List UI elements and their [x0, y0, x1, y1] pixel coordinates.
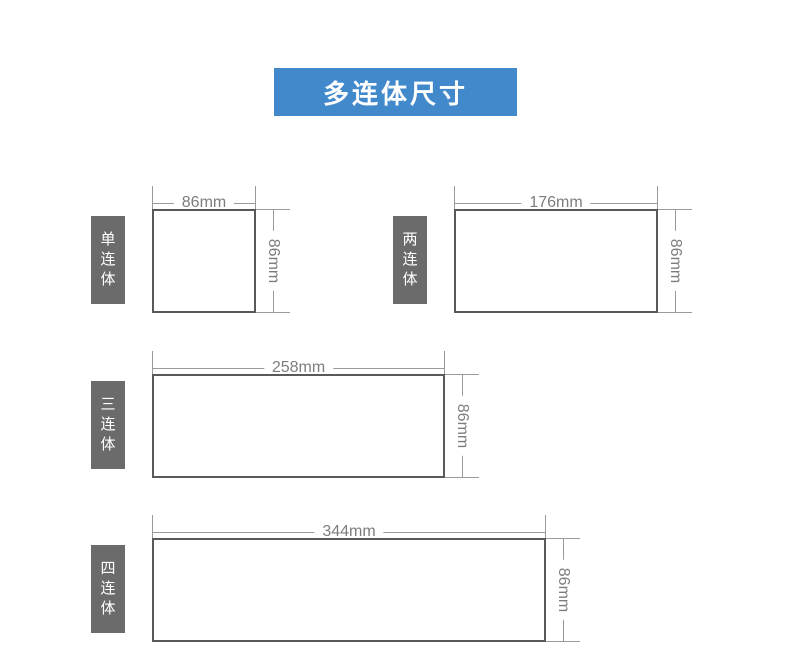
height-dimension-double: 86mm: [658, 209, 692, 313]
row-label-char: 体: [402, 270, 418, 288]
row-label-quad: 四 连 体: [91, 545, 125, 633]
row-label-char: 连: [100, 251, 116, 269]
page-title: 多连体尺寸: [322, 78, 468, 109]
height-dimension-label: 86mm: [260, 230, 286, 292]
page-title-banner: 多连体尺寸: [274, 68, 517, 116]
height-dimension-label: 86mm: [449, 395, 475, 457]
row-label-triple: 三 连 体: [91, 381, 125, 469]
row-label-char: 体: [100, 270, 116, 288]
row-label-char: 体: [100, 435, 116, 453]
row-label-char: 四: [100, 560, 116, 578]
row-label-char: 两: [402, 231, 418, 249]
row-label-char: 单: [100, 231, 116, 249]
product-rectangle-single: [152, 209, 256, 313]
height-dimension-quad: 86mm: [546, 538, 580, 642]
product-rectangle-double: [454, 209, 658, 313]
row-label-char: 连: [402, 251, 418, 269]
row-label-char: 连: [100, 416, 116, 434]
row-label-single: 单 连 体: [91, 216, 125, 304]
height-dimension-label: 86mm: [662, 230, 688, 292]
row-label-char: 连: [100, 580, 116, 598]
height-dimension-single: 86mm: [256, 209, 290, 313]
row-label-char: 三: [100, 396, 116, 414]
row-label-double: 两 连 体: [393, 216, 427, 304]
product-rectangle-quad: [152, 538, 546, 642]
product-rectangle-triple: [152, 374, 445, 478]
height-dimension-label: 86mm: [550, 559, 576, 621]
row-label-char: 体: [100, 599, 116, 617]
height-dimension-triple: 86mm: [445, 374, 479, 478]
